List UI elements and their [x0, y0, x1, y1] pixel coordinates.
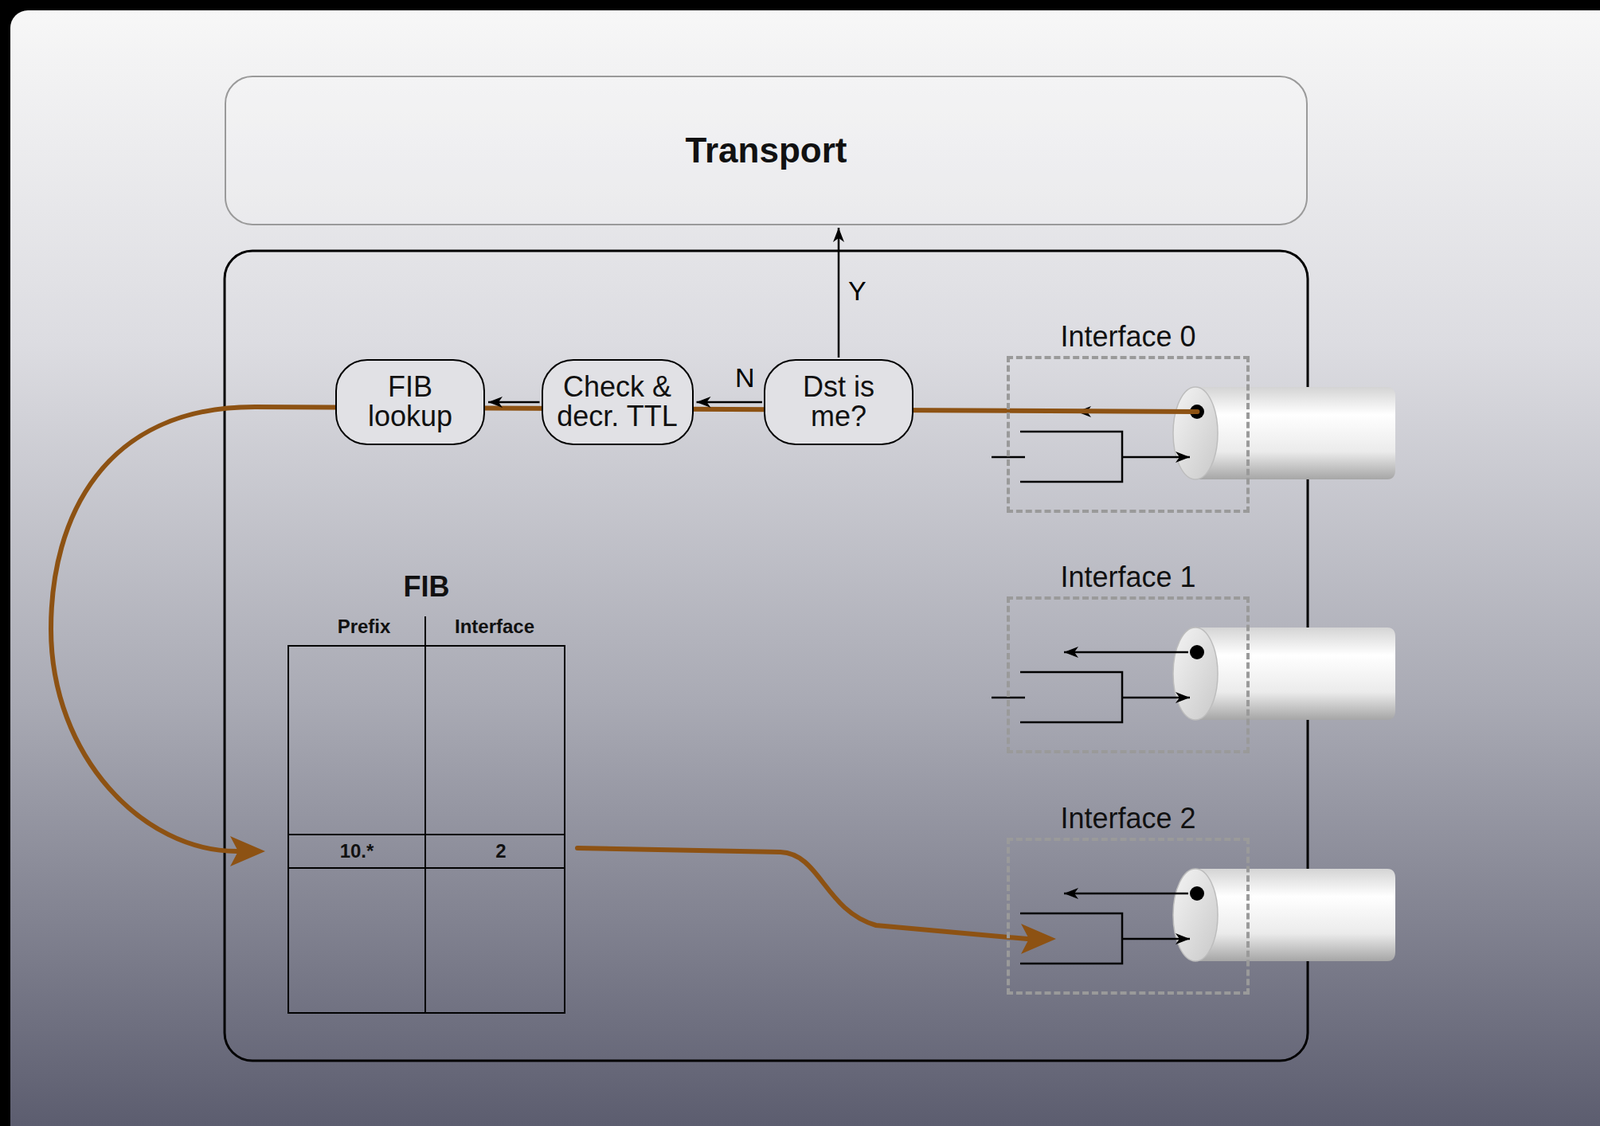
flow-arrow: [837, 227, 841, 358]
interface-ports: [991, 652, 1190, 723]
node-title: Transport: [685, 131, 848, 170]
flow-arrow: [696, 401, 763, 404]
process-box: Check & decr. TTL: [541, 359, 694, 446]
packet-path: [577, 848, 1057, 955]
table-cell: 2: [495, 841, 506, 861]
interface-ports: [1020, 893, 1190, 964]
node-title: Interface 2: [1060, 804, 1196, 834]
flow-arrow: [488, 401, 540, 404]
decision-box: Dst is me?: [763, 359, 914, 446]
node-title: Interface 1: [1060, 563, 1196, 592]
layer-box: Transport: [224, 75, 1308, 226]
packet-path: [50, 406, 1198, 867]
edge-label: N: [735, 363, 756, 392]
interface-ports: [991, 411, 1190, 482]
table-header: Interface: [454, 617, 535, 637]
interface-box: Interface 2: [1006, 837, 1250, 995]
fib-table: FIB: [287, 645, 566, 1014]
table-header: Prefix: [337, 617, 392, 637]
edge-label: Y: [848, 277, 867, 305]
interface-box: Interface 1: [1006, 596, 1250, 754]
cable-symbol: [1173, 627, 1396, 720]
node-title: Dst is me?: [776, 372, 901, 431]
cable-symbol: [1173, 387, 1396, 480]
interface-box: Interface 0: [1006, 355, 1250, 513]
node-title: Interface 0: [1060, 322, 1196, 352]
node-title: FIB lookup: [348, 372, 473, 431]
node-title: Check & decr. TTL: [554, 372, 681, 431]
cable-symbol: [1173, 868, 1396, 962]
table-lines: [287, 616, 566, 1014]
router-box: [224, 250, 1308, 1061]
node-title: FIB: [403, 572, 450, 602]
table-cell: 10.*: [340, 841, 375, 861]
process-box: FIB lookup: [335, 359, 486, 446]
